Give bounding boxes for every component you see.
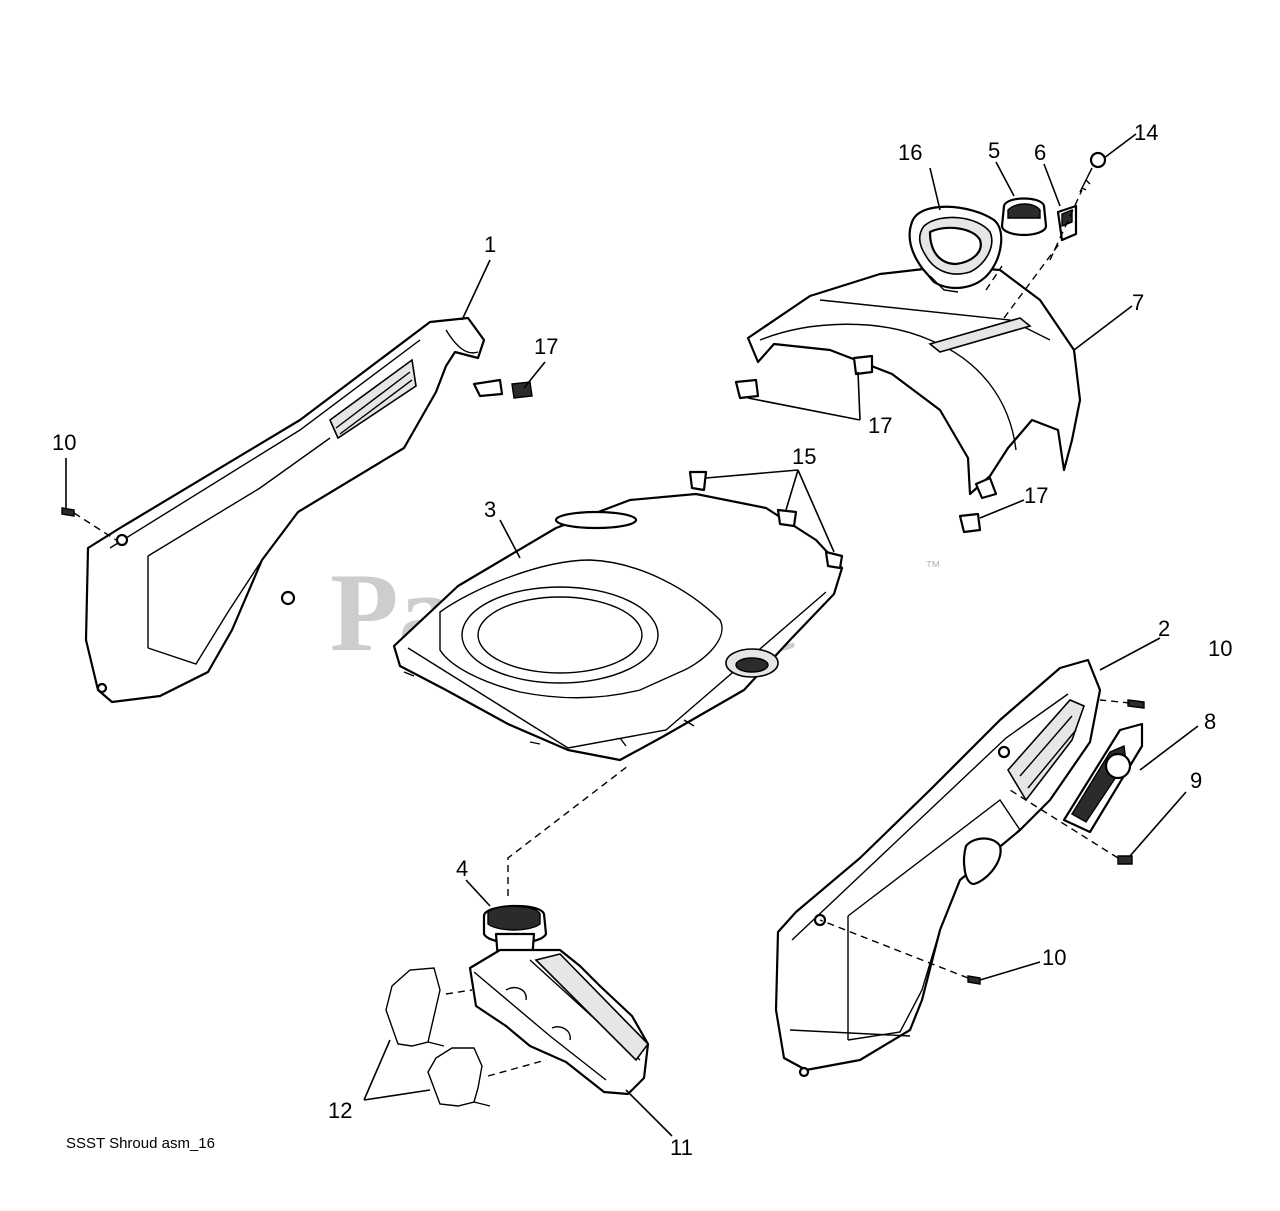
callout-7: 7: [1132, 290, 1144, 315]
callout-15: 15: [792, 444, 816, 469]
callout-10-left: 10: [52, 430, 76, 455]
fuel-tank-part-11: [468, 948, 650, 1096]
callout-16: 16: [898, 140, 922, 165]
callout-17-dash: 17: [868, 413, 892, 438]
hardware-parts: [61, 507, 1145, 985]
clip-parts-15: [688, 470, 844, 570]
callout-4: 4: [456, 856, 468, 881]
callout-14: 14: [1134, 120, 1158, 145]
handle-part-16: [908, 205, 1003, 293]
callout-8: 8: [1204, 709, 1216, 734]
callout-17-left: 17: [534, 334, 558, 359]
center-shroud: [392, 492, 844, 762]
trademark-symbol: ™: [925, 559, 941, 576]
callout-12: 12: [328, 1098, 352, 1123]
callout-3: 3: [484, 497, 496, 522]
right-side-panel: [774, 658, 1102, 1078]
callout-5: 5: [988, 138, 1000, 163]
callout-17-right: 17: [1024, 483, 1048, 508]
callout-1: 1: [484, 232, 496, 257]
assembly-lines: [73, 189, 1131, 1077]
key-part-14: [1079, 151, 1107, 193]
callout-labels: 1 2 3 4 5 6 7 8 9 10 10 10 11 12 14 15 1…: [52, 120, 1232, 1160]
callout-2: 2: [1158, 616, 1170, 641]
callout-9: 9: [1190, 768, 1202, 793]
strap-parts-12: [385, 967, 491, 1107]
callout-10-right-top: 10: [1208, 636, 1232, 661]
callout-11: 11: [670, 1135, 693, 1160]
switch-part-5: [1000, 197, 1048, 237]
leader-lines: [65, 133, 1199, 1137]
diagram-caption: SSST Shroud asm_16: [66, 1135, 215, 1152]
callout-6: 6: [1034, 140, 1046, 165]
callout-10-right-bottom: 10: [1042, 945, 1066, 970]
grille-part-8: [1062, 722, 1144, 834]
left-side-panel: [84, 316, 533, 704]
dash-panel: [734, 264, 1082, 500]
